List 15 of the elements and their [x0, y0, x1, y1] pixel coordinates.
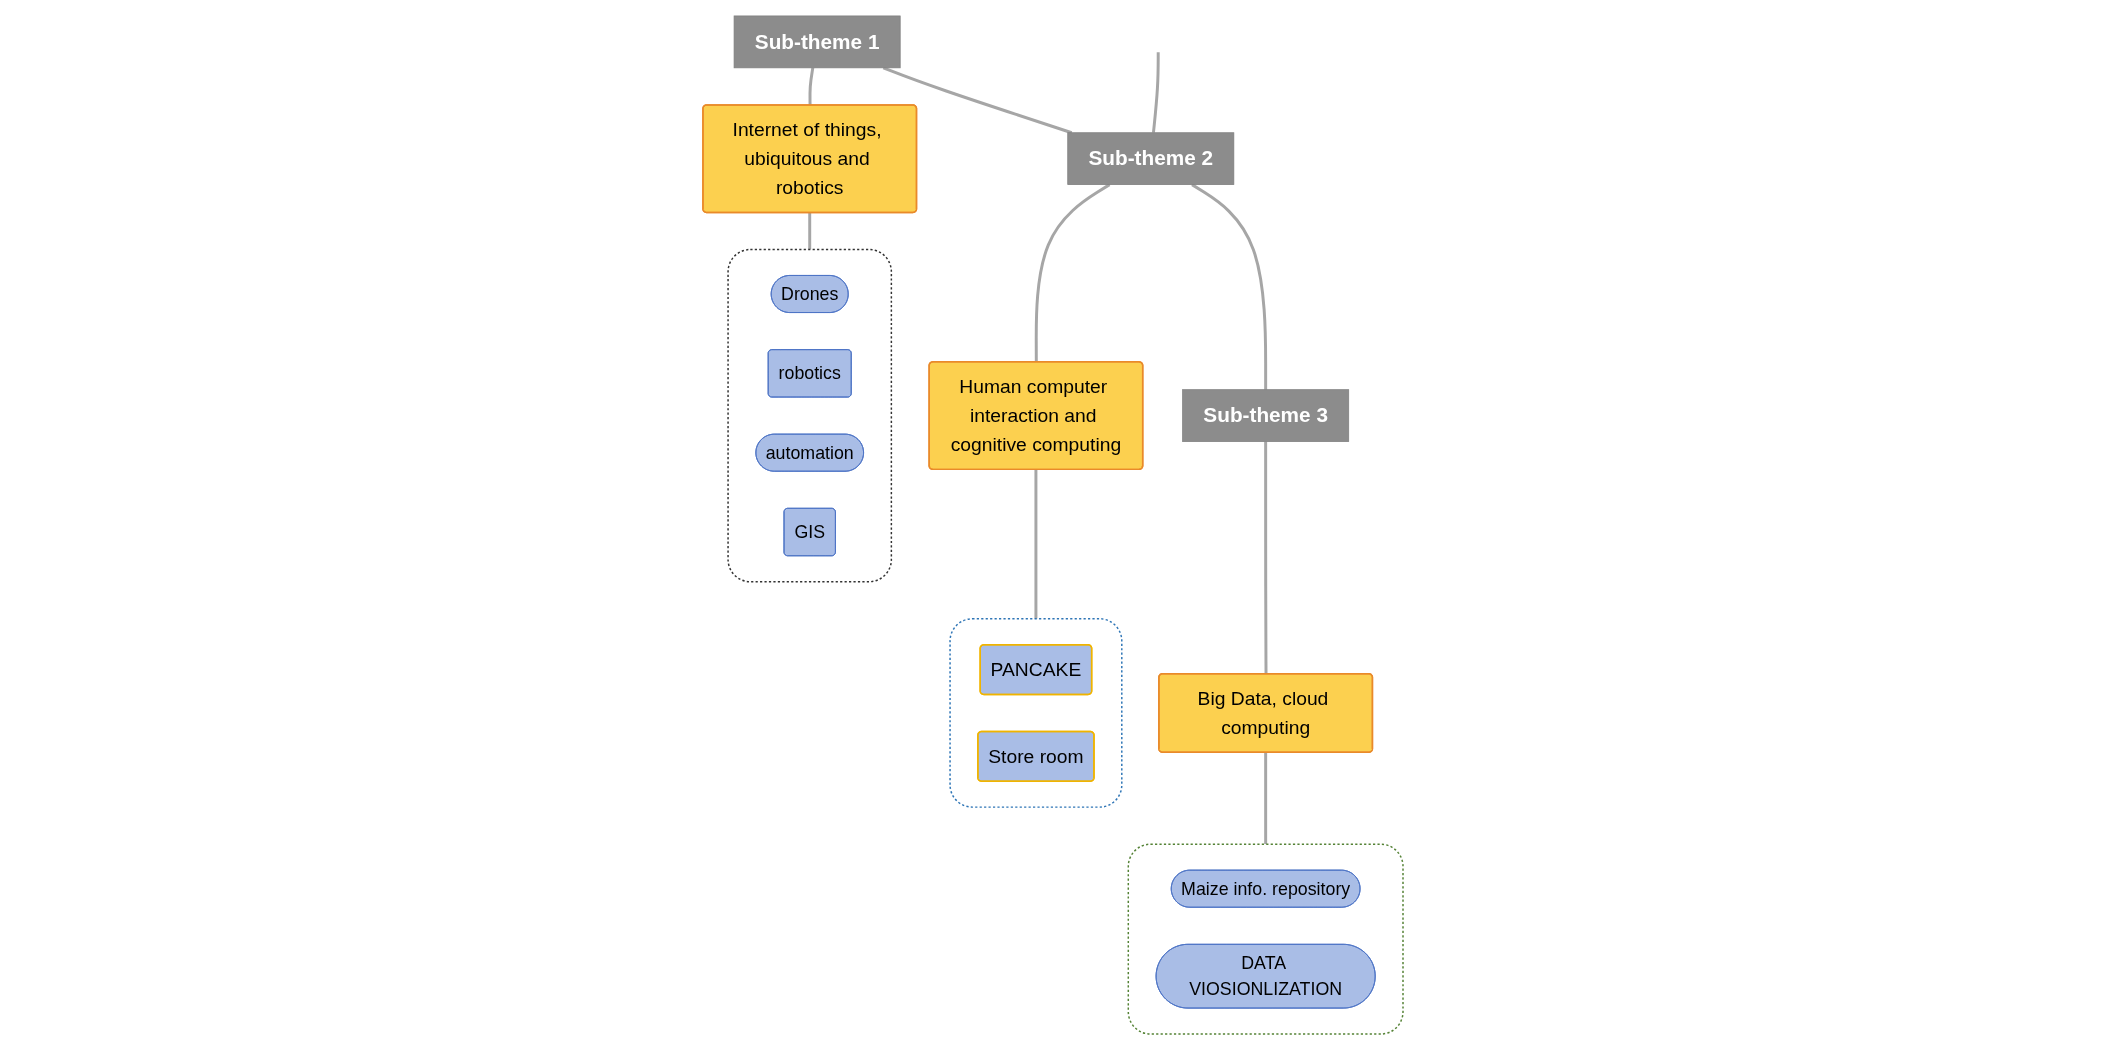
cluster — [948, 618, 1123, 808]
connector — [1034, 183, 1110, 363]
connector — [808, 67, 814, 106]
cluster — [726, 248, 892, 583]
connector — [1190, 183, 1267, 390]
connector — [1033, 469, 1037, 619]
connector — [1151, 52, 1160, 133]
connector — [882, 66, 1072, 135]
node-box: Sub-theme 2 — [1066, 132, 1234, 185]
connector — [807, 212, 811, 250]
node-box: Sub-theme 3 — [1181, 389, 1349, 442]
connector — [1263, 752, 1267, 845]
connector — [1263, 441, 1268, 675]
node-box: Sub-theme 1 — [733, 15, 901, 69]
cluster — [1127, 843, 1404, 1035]
